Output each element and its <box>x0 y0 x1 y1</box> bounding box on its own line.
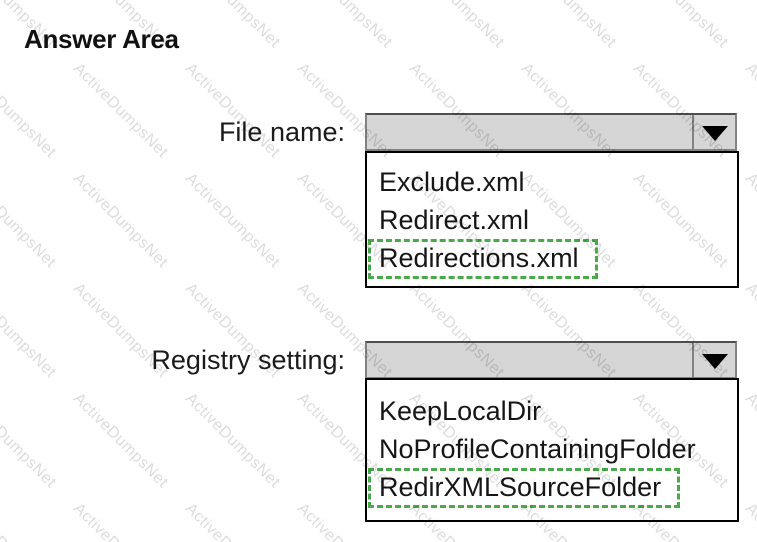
option-exclude-xml[interactable]: Exclude.xml <box>379 167 525 197</box>
watermark-text: ActiveDumpsNet <box>741 170 757 272</box>
watermark-text: ActiveDumpsNet <box>741 390 757 492</box>
dropdown-separator <box>692 115 694 149</box>
watermark-text: ActiveDumpsNet <box>69 170 172 272</box>
watermark-text: ActiveDumpsNet <box>0 500 59 542</box>
watermark-text: ActiveDumpsNet <box>181 500 283 542</box>
chevron-down-icon[interactable] <box>702 126 728 141</box>
registry-setting-label: Registry setting: <box>151 345 345 375</box>
selected-option-highlight[interactable]: Redirections.xml <box>368 239 598 279</box>
watermark-text: ActiveDumpsNet <box>517 0 620 52</box>
watermark-text: ActiveDumpsNet <box>405 0 508 52</box>
watermark-text: ActiveDumpsNet <box>69 390 172 492</box>
watermark-text: ActiveDumpsNet <box>181 170 284 272</box>
option-redirxmlsourcefolder[interactable]: RedirXMLSourceFolder <box>368 468 737 508</box>
chevron-down-icon[interactable] <box>702 354 728 369</box>
watermark-text: ActiveDumpsNet <box>0 390 60 492</box>
registry-setting-options-list: KeepLocalDir NoProfileContainingFolder R… <box>365 378 739 522</box>
watermark-text: ActiveDumpsNet <box>629 0 732 52</box>
registry-setting-dropdown[interactable] <box>365 341 737 379</box>
option-keeplocaldir[interactable]: KeepLocalDir <box>379 396 542 426</box>
page-title: Answer Area <box>24 24 179 54</box>
watermark-text: ActiveDumpsNet <box>181 0 284 52</box>
option-noprofilecontainingfolder[interactable]: NoProfileContainingFolder <box>379 434 696 464</box>
watermark-text: ActiveDumpsNet <box>181 390 284 492</box>
option-redirect-xml[interactable]: Redirect.xml <box>379 205 530 235</box>
watermark-text: ActiveDumpsNet <box>741 60 757 162</box>
watermark-text: ActiveDumpsNet <box>741 500 757 542</box>
watermark-text: ActiveDumpsNet <box>741 280 757 382</box>
file-name-options-list: Exclude.xml Redirect.xml Redirections.xm… <box>365 151 739 288</box>
dropdown-separator <box>692 343 694 377</box>
watermark-text: ActiveDumpsNet <box>741 0 757 52</box>
option-redirections-xml[interactable]: Redirections.xml <box>368 239 737 279</box>
file-name-label: File name: <box>218 117 345 147</box>
watermark-text: ActiveDumpsNet <box>69 500 171 542</box>
selected-option-highlight[interactable]: RedirXMLSourceFolder <box>368 468 681 508</box>
watermark-text: ActiveDumpsNet <box>293 0 396 52</box>
file-name-dropdown[interactable] <box>365 113 737 151</box>
watermark-text: ActiveDumpsNet <box>0 170 60 272</box>
